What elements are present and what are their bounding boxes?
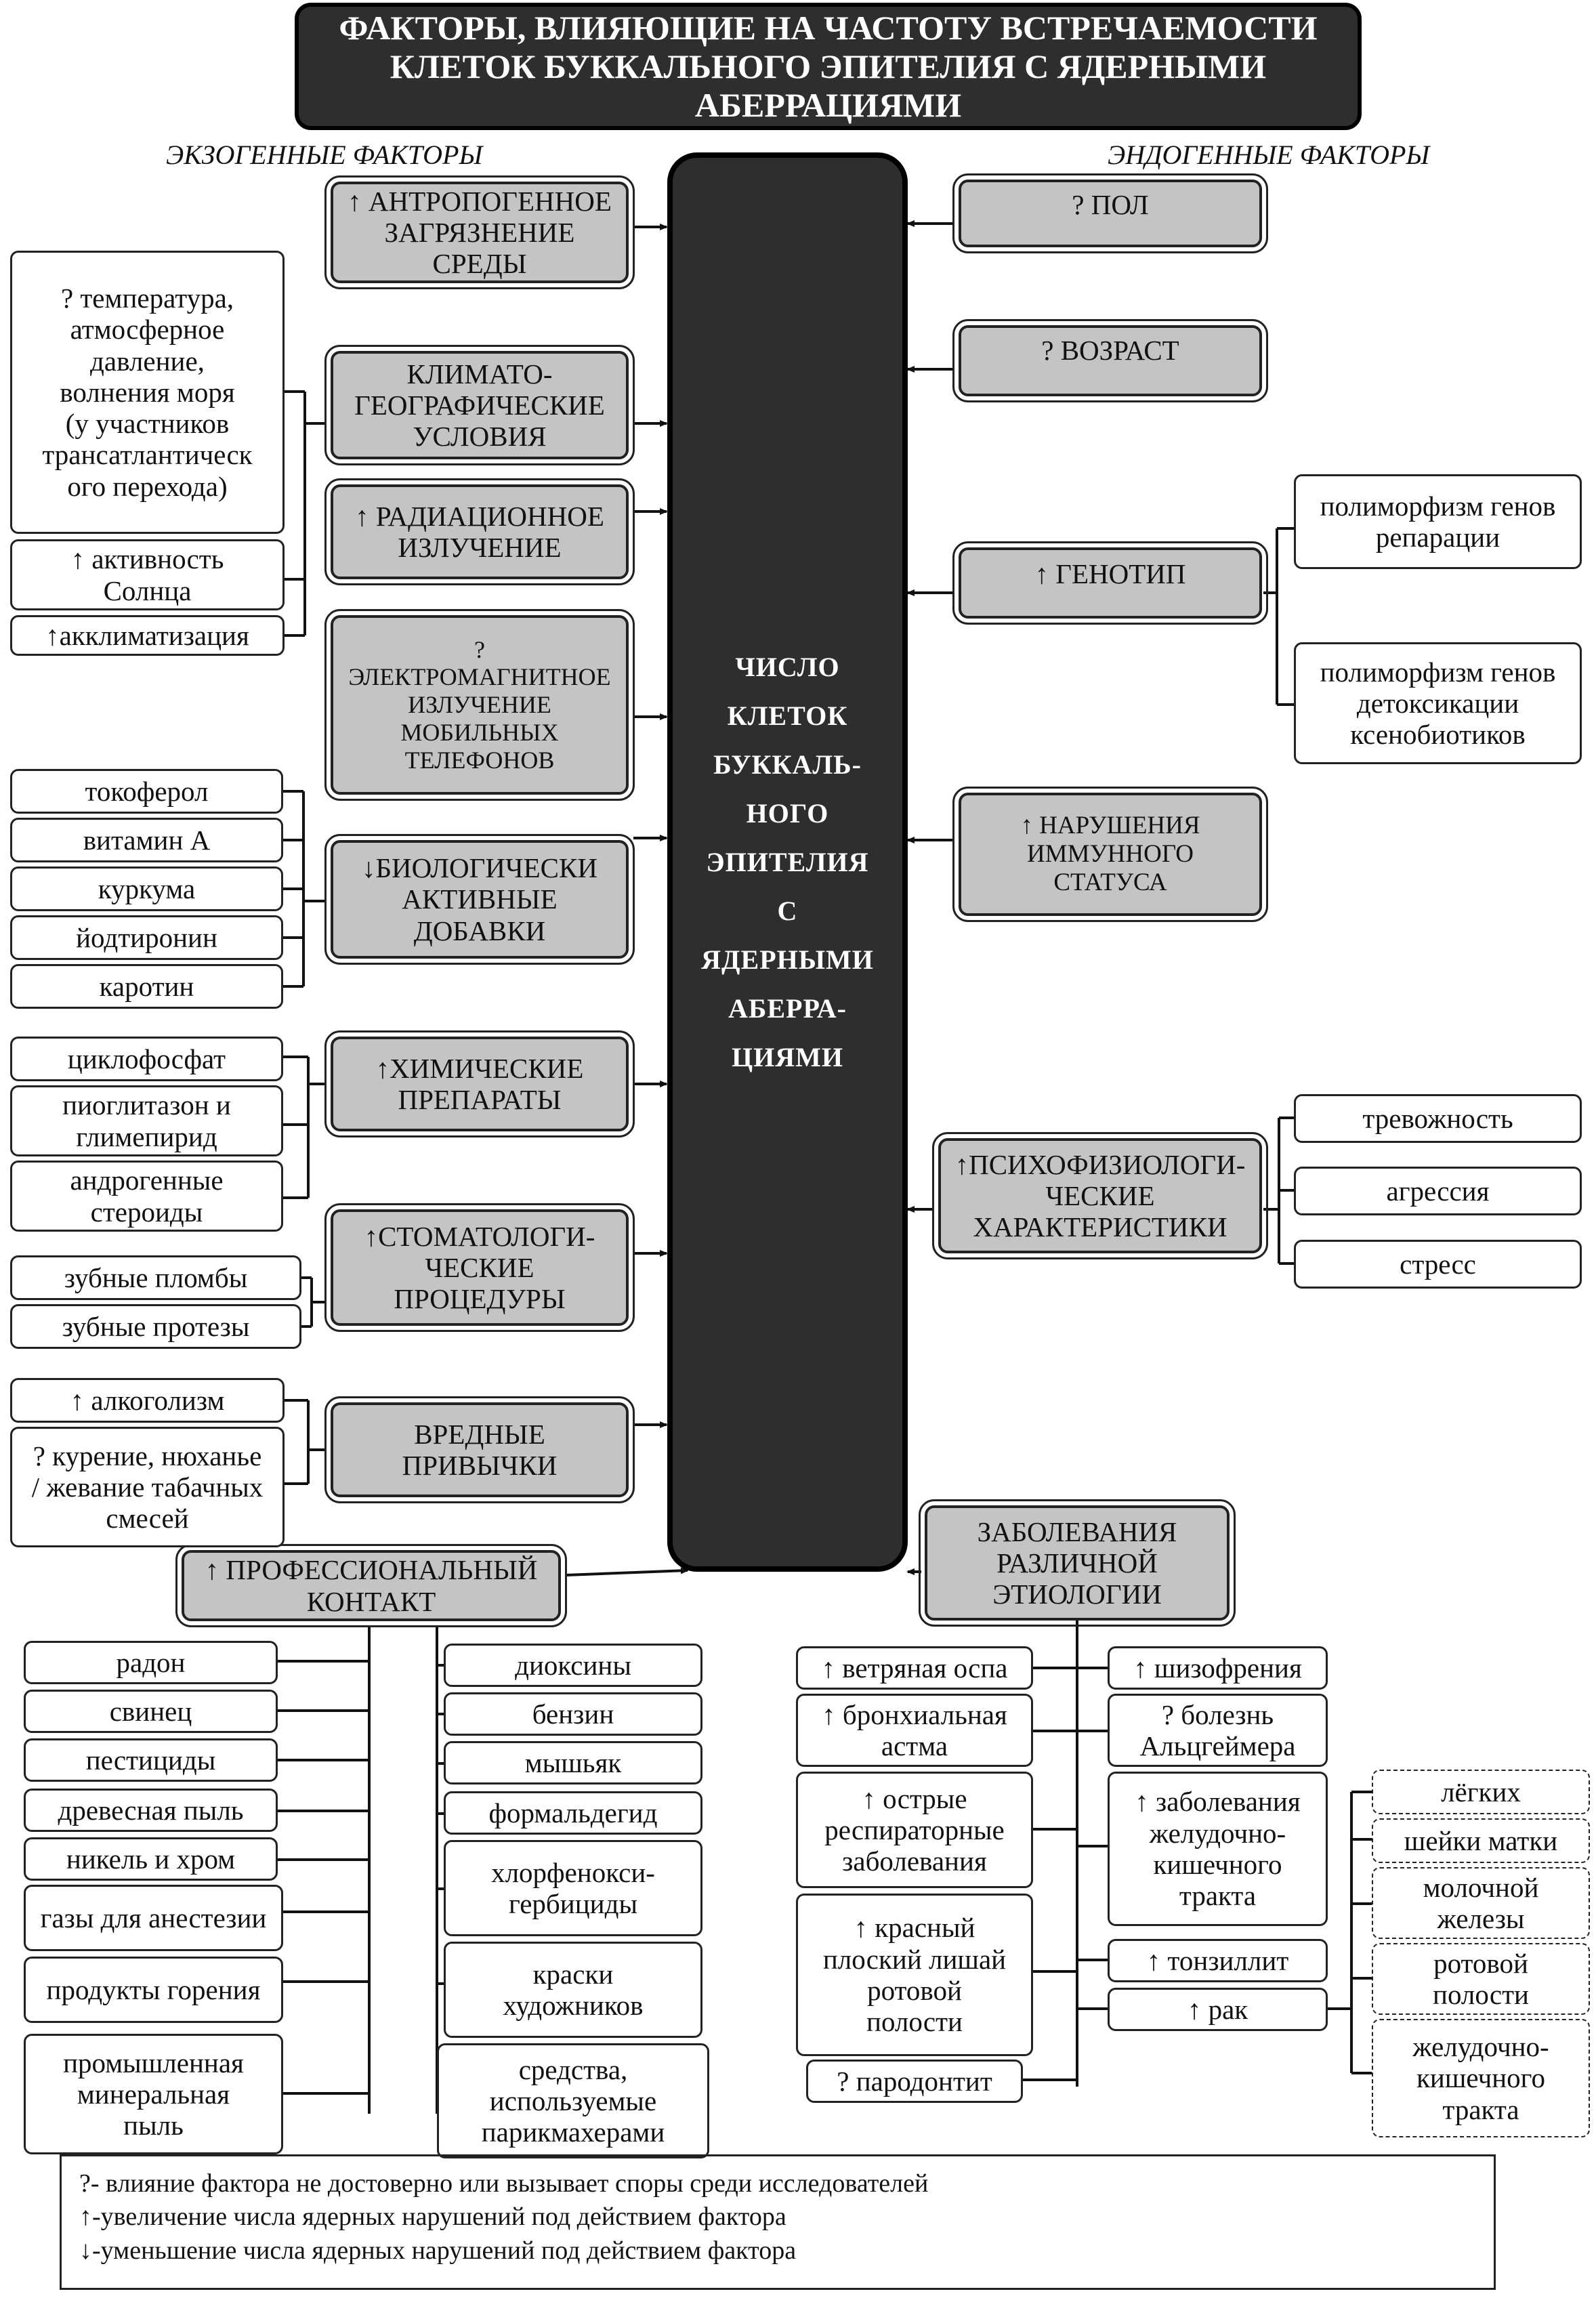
legend-decrease: ↓-уменьшение числа ядерных нарушений под…	[79, 2236, 797, 2265]
legend-increase: ↑-увеличение числа ядерных нарушений под…	[79, 2202, 786, 2232]
legend: ?- влияние фактора не достоверно или выз…	[60, 2154, 1496, 2290]
factor-age: ? ВОЗРАСТ	[952, 319, 1268, 402]
factor-psychophysiological: ↑ПСИХОФИЗИОЛОГИ- ЧЕСКИЕ ХАРАКТЕРИСТИКИ	[932, 1132, 1268, 1259]
bio-item-carotene: каротин	[10, 964, 283, 1009]
prof-item-nickel-chrome: никель и хром	[24, 1837, 278, 1881]
disease-item-lichen-planus: ↑ красный плоский лишай ротовой полости	[796, 1894, 1033, 2056]
genotype-item-repair: полиморфизм генов репарации	[1294, 474, 1582, 569]
factor-professional: ↑ ПРОФЕССИОНАЛЬНЫЙ КОНТАКТ	[175, 1544, 567, 1627]
disease-item-alzheimer: ? болезнь Альцгеймера	[1108, 1694, 1328, 1767]
bio-item-iodothyronine: йодтиронин	[10, 915, 283, 960]
factor-emf: ? ЭЛЕКТРОМАГНИТНОЕ ИЗЛУЧЕНИЕ МОБИЛЬНЫХ Т…	[324, 609, 635, 801]
prof-item-combustion: продукты горения	[24, 1957, 283, 2023]
genotype-item-detox: полиморфизм генов детоксикации ксенобиот…	[1294, 642, 1582, 764]
prof-item-radon: радон	[24, 1641, 278, 1684]
bio-item-tocopherol: токоферол	[10, 769, 283, 814]
chem-item-steroids: андрогенные стероиды	[10, 1161, 283, 1232]
disease-item-cancer: ↑ рак	[1108, 1988, 1328, 2031]
cancer-item-cervix: шейки матки	[1372, 1818, 1590, 1863]
bio-item-vitamin-a: витамин А	[10, 818, 283, 862]
exogenous-label: ЭКЗОГЕННЫЕ ФАКТОРЫ	[166, 140, 483, 170]
dental-item-fillings: зубные пломбы	[10, 1255, 301, 1300]
factor-dental: ↑СТОМАТОЛОГИ- ЧЕСКИЕ ПРОЦЕДУРЫ	[324, 1203, 635, 1332]
habit-item-smoking: ? курение, нюханье / жевание табачных см…	[10, 1427, 285, 1547]
prof-item-gasoline: бензин	[444, 1692, 702, 1736]
cancer-item-gi-tract: желудочно- кишечного тракта	[1372, 2019, 1590, 2137]
psycho-item-anxiety: тревожность	[1294, 1094, 1582, 1143]
factor-genotype: ↑ ГЕНОТИП	[952, 541, 1268, 625]
cancer-item-breast: молочной железы	[1372, 1867, 1590, 1939]
factor-bio-supplements: ↓БИОЛОГИЧЕСКИ АКТИВНЫЕ ДОБАВКИ	[324, 834, 635, 965]
disease-item-chickenpox: ↑ ветряная оспа	[796, 1646, 1033, 1690]
habit-item-alcoholism: ↑ алкоголизм	[10, 1378, 285, 1423]
prof-item-paints: краски художников	[444, 1942, 702, 2038]
prof-item-herbicides: хлорфенокси- гербициды	[444, 1840, 702, 1936]
prof-item-anesthesia-gases: газы для анестезии	[24, 1885, 283, 1951]
dental-item-prostheses: зубные протезы	[10, 1304, 301, 1349]
center-node: ЧИСЛО КЛЕТОК БУККАЛЬ- НОГО ЭПИТЕЛИЯ С ЯД…	[667, 152, 908, 1572]
legend-question: ?- влияние фактора не достоверно или выз…	[79, 2169, 929, 2198]
prof-item-lead: свинец	[24, 1690, 278, 1733]
factor-radiation: ↑ РАДИАЦИОННОЕ ИЗЛУЧЕНИЕ	[324, 478, 635, 585]
factor-chemicals: ↑ХИМИЧЕСКИЕ ПРЕПАРАТЫ	[324, 1030, 635, 1137]
factor-climate: КЛИМАТО- ГЕОГРАФИЧЕСКИЕ УСЛОВИЯ	[324, 345, 635, 465]
disease-item-respiratory: ↑ острые респираторные заболевания	[796, 1772, 1033, 1888]
prof-item-formaldehyde: формальдегид	[444, 1791, 702, 1835]
climate-item-temperature: ? температура, атмосферное давление, вол…	[10, 251, 285, 534]
prof-item-hairdresser-products: средства, используемые парикмахерами	[437, 2043, 709, 2158]
factor-diseases: ЗАБОЛЕВАНИЯ РАЗЛИЧНОЙ ЭТИОЛОГИИ	[919, 1499, 1236, 1627]
psycho-item-aggression: агрессия	[1294, 1167, 1582, 1215]
disease-item-tonsillitis: ↑ тонзиллит	[1108, 1939, 1328, 1982]
bio-item-curcuma: куркума	[10, 866, 283, 911]
climate-item-acclimatization: ↑акклиматизация	[10, 615, 285, 656]
page-title: ФАКТОРЫ, ВЛИЯЮЩИЕ НА ЧАСТОТУ ВСТРЕЧАЕМОС…	[295, 3, 1362, 130]
psycho-item-stress: стресс	[1294, 1240, 1582, 1289]
prof-item-pesticides: пестициды	[24, 1738, 278, 1782]
factor-anthropogenic: ↑ АНТРОПОГЕННОЕ ЗАГРЯЗНЕНИЕ СРЕДЫ	[324, 175, 635, 289]
chem-item-cyclophosphate: циклофосфат	[10, 1037, 283, 1081]
disease-item-periodontitis: ? пародонтит	[806, 2060, 1023, 2103]
prof-item-mineral-dust: промышленная минеральная пыль	[24, 2034, 283, 2154]
prof-item-wood-dust: древесная пыль	[24, 1789, 278, 1832]
disease-item-gi-diseases: ↑ заболевания желудочно- кишечного тракт…	[1108, 1772, 1328, 1926]
climate-item-solar: ↑ активность Солнца	[10, 539, 285, 610]
prof-item-dioxins: диоксины	[444, 1644, 702, 1687]
disease-item-asthma: ↑ бронхиальная астма	[796, 1694, 1033, 1767]
chem-item-pioglitazone: пиоглитазон и глимепирид	[10, 1085, 283, 1156]
cancer-item-oral: ротовой полости	[1372, 1943, 1590, 2015]
factor-sex: ? ПОЛ	[952, 173, 1268, 253]
factor-immune: ↑ НАРУШЕНИЯ ИММУННОГО СТАТУСА	[952, 787, 1268, 922]
endogenous-label: ЭНДОГЕННЫЕ ФАКТОРЫ	[1108, 140, 1430, 170]
factor-bad-habits: ВРЕДНЫЕ ПРИВЫЧКИ	[324, 1396, 635, 1503]
disease-item-schizophrenia: ↑ шизофрения	[1108, 1646, 1328, 1690]
cancer-item-lung: лёгких	[1372, 1770, 1590, 1814]
prof-item-arsenic: мышьяк	[444, 1741, 702, 1784]
